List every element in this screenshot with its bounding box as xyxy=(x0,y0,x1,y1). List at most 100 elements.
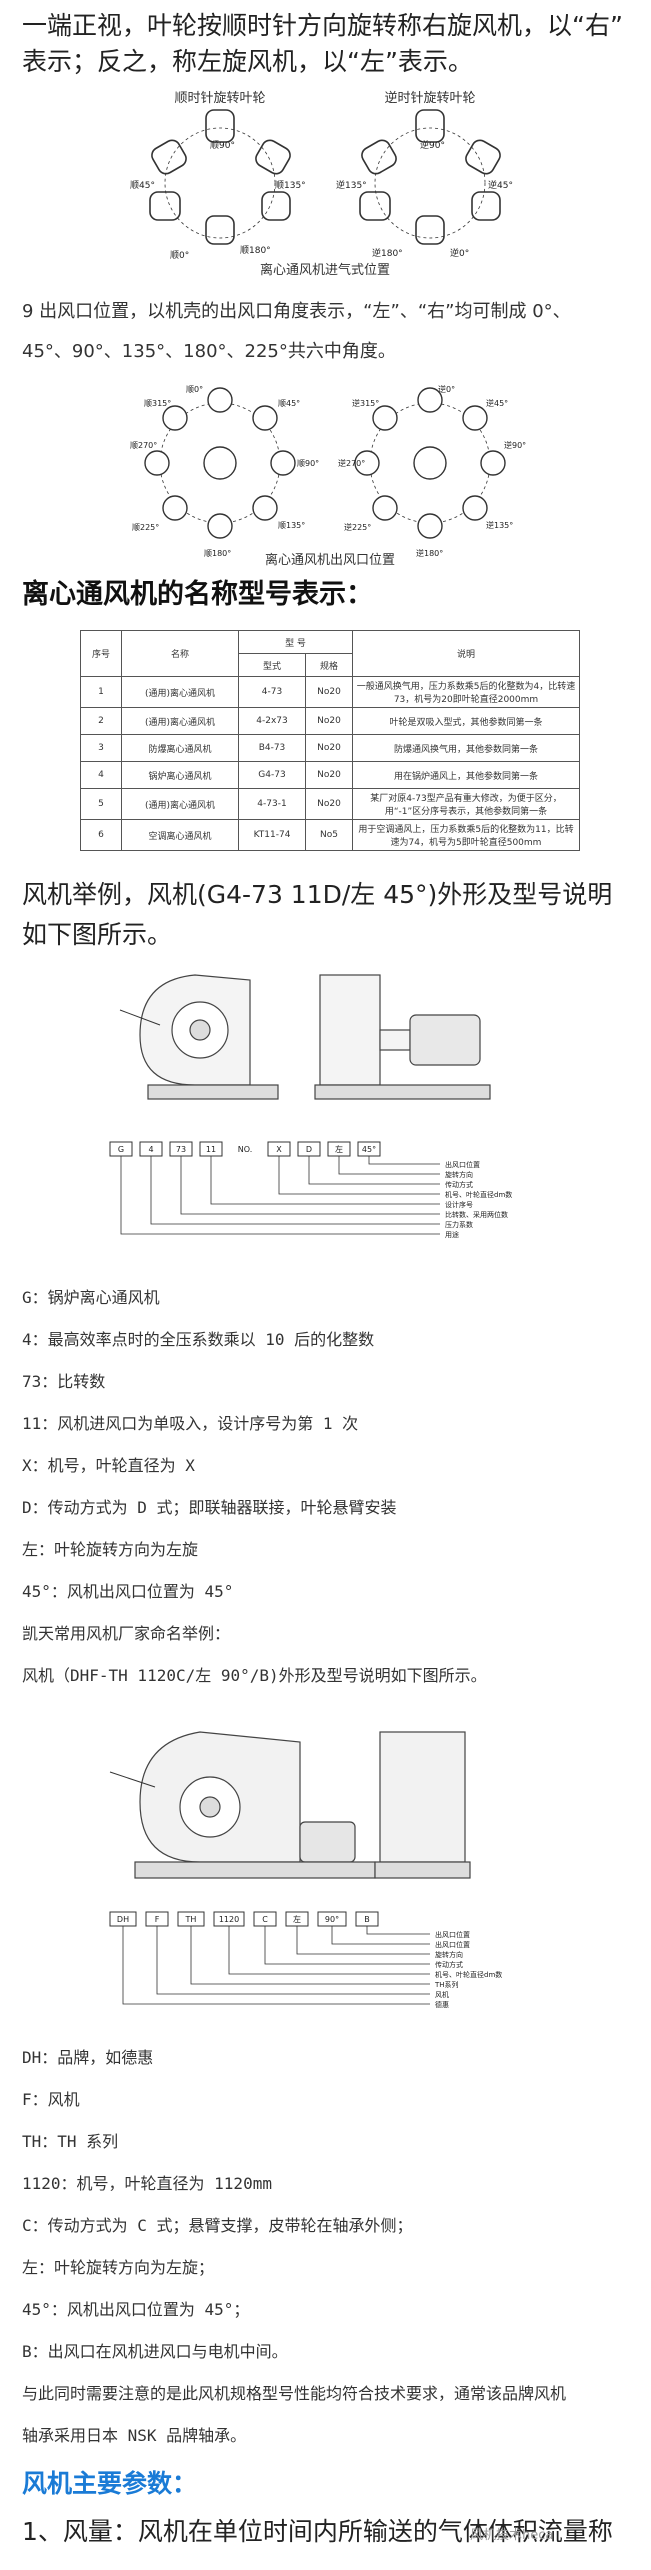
dh-desc-9: 轴承采用日本 NSK 品牌轴承。 xyxy=(22,2426,247,2445)
svg-text:传动方式: 传动方式 xyxy=(435,1960,463,1969)
svg-text:左: 左 xyxy=(335,1144,343,1154)
outlet-left-label-4: 顺135° xyxy=(278,521,305,530)
th-spec: 规格 xyxy=(305,653,353,677)
dh-desc-2: TH：TH 系列 xyxy=(22,2132,119,2151)
outlet-left-label-5: 顺180° xyxy=(204,549,231,558)
dh-desc-8: 与此同时需要注意的是此风机规格型号性能均符合技术要求，通常该品牌风机 xyxy=(22,2384,567,2403)
inlet-left-label-1: 顺90° xyxy=(210,140,235,151)
outlet-right-label-4: 逆135° xyxy=(486,520,513,530)
svg-text:B: B xyxy=(364,1915,370,1924)
svg-text:机号、叶轮直径dm数: 机号、叶轮直径dm数 xyxy=(435,1970,502,1979)
inlet-left-label-4: 顺0° xyxy=(170,250,189,261)
inlet-right-title: 逆时针旋转叶轮 xyxy=(384,90,475,106)
g4-desc-2: 73：比转数 xyxy=(22,1372,106,1391)
outlet-line-1: 9 出风口位置，以机壳的出风口角度表示，“左”、“右”均可制成 0°、 xyxy=(22,301,571,322)
inlet-left-label-3: 顺135° xyxy=(275,180,306,191)
svg-text:X: X xyxy=(276,1145,282,1154)
outlet-right-label-1: 逆0° xyxy=(438,384,455,394)
svg-text:风机: 风机 xyxy=(435,1990,449,1999)
svg-text:设计序号: 设计序号 xyxy=(445,1200,473,1209)
inlet-position-figure: 顺时针旋转叶轮 逆时针旋转叶轮 顺90° 顺45° 顺135° 顺0° 顺180… xyxy=(130,90,513,278)
svg-text:压力系数: 压力系数 xyxy=(445,1220,473,1229)
intro-line-1: 一端正视，叶轮按顺时针方向旋转称右旋风机，以“右” xyxy=(22,11,623,40)
outlet-right-label-2: 逆45° xyxy=(486,398,508,408)
outlet-position-figure: 顺0° 顺45° 顺90° 顺135° 顺180° 顺225° 顺270° 顺3… xyxy=(130,384,526,568)
dh-desc-3: 1120：机号，叶轮直径为 1120mm xyxy=(22,2174,272,2193)
inlet-right-label-1: 逆90° xyxy=(420,139,445,151)
outlet-left-label-7: 顺270° xyxy=(130,441,157,450)
dh-desc-4: C：传动方式为 C 式；悬臂支撑，皮带轮在轴承外侧； xyxy=(22,2216,413,2235)
example1-line-1: 风机举例，风机(G4-73 11D/左 45°)外形及型号说明 xyxy=(22,880,613,909)
g4-desc-9: 风机（DHF-TH 1120C/左 90°/B)外形及型号说明如下图所示。 xyxy=(22,1666,487,1685)
g4-desc-1: 4：最高效率点时的全压系数乘以 10 后的化整数 xyxy=(22,1330,375,1349)
inlet-right-label-3: 逆45° xyxy=(488,179,513,191)
svg-text:90°: 90° xyxy=(325,1915,339,1924)
svg-text:NO.: NO. xyxy=(238,1145,253,1154)
g4-desc-8: 凯天常用风机厂家命名举例： xyxy=(22,1624,231,1643)
outlet-left-label-2: 顺45° xyxy=(278,399,300,408)
svg-text:11: 11 xyxy=(206,1145,216,1154)
svg-text:1120: 1120 xyxy=(219,1915,239,1924)
th-seq: 序号 xyxy=(80,630,122,677)
th-name: 名称 xyxy=(121,630,239,677)
intro-line-2: 表示；反之，称左旋风机，以“左”表示。 xyxy=(22,47,473,76)
th-desc: 说明 xyxy=(352,630,580,677)
dh-desc-6: 45°：风机出风口位置为 45°； xyxy=(22,2300,250,2319)
dh-desc-0: DH：品牌，如德惠 xyxy=(22,2048,154,2067)
model-heading: 离心通风机的名称型号表示： xyxy=(22,579,373,610)
g4-desc-3: 11：风机进风口为单吸入，设计序号为第 1 次 xyxy=(22,1414,359,1433)
inlet-left-label-2: 顺45° xyxy=(130,180,155,191)
svg-text:TH: TH xyxy=(185,1915,197,1924)
svg-text:D: D xyxy=(306,1145,312,1154)
example1-line-2: 如下图所示。 xyxy=(22,920,173,949)
inlet-left-title: 顺时针旋转叶轮 xyxy=(174,91,265,106)
svg-text:73: 73 xyxy=(176,1145,186,1154)
dh-desc-7: B：出风口在风机进风口与电机中间。 xyxy=(22,2342,288,2361)
watermark: 风机技术heca xyxy=(470,2528,554,2543)
svg-text:45°: 45° xyxy=(362,1145,376,1154)
outlet-right-label-6: 逆225° xyxy=(344,522,371,532)
svg-text:旋转方向: 旋转方向 xyxy=(445,1170,473,1179)
svg-text:TH系列: TH系列 xyxy=(434,1980,459,1989)
outlet-right-label-8: 逆315° xyxy=(352,398,379,408)
th-type: 型式 xyxy=(238,653,306,677)
dh-desc-1: F：风机 xyxy=(22,2090,80,2109)
outlet-left-label-3: 顺90° xyxy=(297,459,319,468)
params-heading: 风机主要参数： xyxy=(22,2469,198,2498)
outlet-right-label-3: 逆90° xyxy=(504,440,526,450)
svg-text:德惠: 德惠 xyxy=(435,2000,449,2009)
th-model: 型 号 xyxy=(238,630,353,654)
svg-text:4: 4 xyxy=(148,1145,153,1154)
svg-text:用途: 用途 xyxy=(445,1230,459,1239)
svg-text:出风口位置: 出风口位置 xyxy=(435,1940,470,1949)
svg-text:比转数、采用两位数: 比转数、采用两位数 xyxy=(445,1210,508,1219)
dh-desc-5: 左：叶轮旋转方向为左旋； xyxy=(22,2258,215,2277)
g4-desc-7: 45°：风机出风口位置为 45° xyxy=(22,1582,234,1601)
inlet-right-label-5: 逆0° xyxy=(450,247,469,259)
svg-text:G: G xyxy=(118,1145,124,1154)
outlet-right-label-7: 逆270° xyxy=(338,458,365,468)
svg-text:机号、叶轮直径dm数: 机号、叶轮直径dm数 xyxy=(445,1190,512,1199)
outlet-caption: 离心通风机出风口位置 xyxy=(265,552,395,568)
inlet-right-label-2: 逆135° xyxy=(336,179,367,191)
svg-text:旋转方向: 旋转方向 xyxy=(435,1950,463,1959)
svg-text:F: F xyxy=(155,1915,160,1924)
outlet-left-label-6: 顺225° xyxy=(132,523,159,532)
svg-text:出风口位置: 出风口位置 xyxy=(435,1930,470,1939)
outlet-right-label-5: 逆180° xyxy=(416,548,443,558)
inlet-left-label-5: 顺180° xyxy=(240,245,271,256)
svg-text:C: C xyxy=(262,1915,268,1924)
svg-text:出风口位置: 出风口位置 xyxy=(445,1160,480,1169)
outlet-line-2: 45°、90°、135°、180°、225°共六中角度。 xyxy=(22,341,396,362)
outlet-left-label-1: 顺0° xyxy=(186,385,203,394)
inlet-right-label-4: 逆180° xyxy=(372,247,403,259)
svg-text:DH: DH xyxy=(117,1915,129,1924)
g4-desc-5: D：传动方式为 D 式；即联轴器联接，叶轮悬臂安装 xyxy=(22,1498,397,1517)
